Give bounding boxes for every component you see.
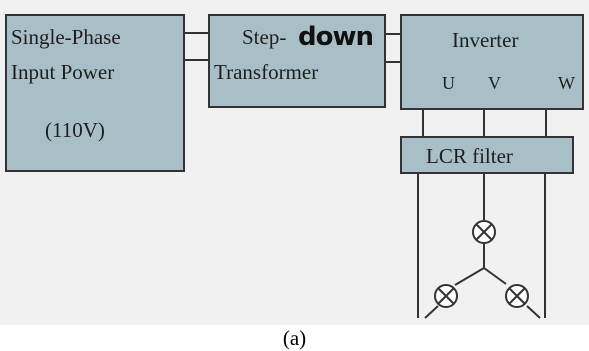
inverter-label: Inverter [452,28,519,52]
transformer-block: Step- down Transformer [208,14,386,108]
wire-star-to-lamp-right [483,267,507,285]
transformer-label-handwritten: down [298,22,374,52]
figure-caption: (a) [282,326,307,350]
phase-v-label: V [488,73,501,93]
inverter-block: Inverter U V W [400,14,584,110]
phase-w-label: W [558,73,575,93]
phase-u-label: U [442,73,455,93]
lamp-icon [505,284,529,308]
lcr-filter-label: LCR filter [426,144,513,168]
lamp-icon [434,284,458,308]
wire-lamp-right-out [526,305,541,319]
transformer-label-line2: Transformer [214,60,319,84]
wire-star-to-lamp-left [454,267,485,286]
input-power-block: Single-Phase Input Power (110V) [5,14,185,172]
input-power-label-line1: Single-Phase [11,25,121,49]
input-voltage-label: (110V) [45,118,105,142]
transformer-label-printed: Step- [242,25,287,49]
input-power-label-line2: Input Power [11,60,115,84]
wire-lamp-left-out [424,305,439,319]
lamp-icon [472,220,496,244]
lcr-filter-block: LCR filter [400,136,574,174]
